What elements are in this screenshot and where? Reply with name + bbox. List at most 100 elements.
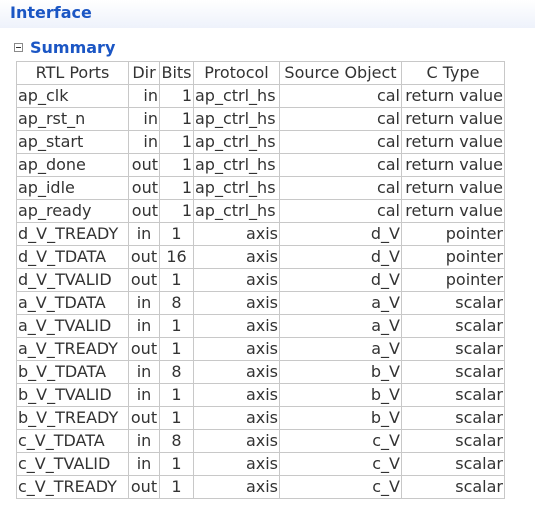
column-header-source-object: Source Object bbox=[279, 61, 402, 85]
protocol-cell: axis bbox=[193, 360, 280, 384]
dir-cell: out bbox=[128, 199, 160, 223]
bits-cell: 1 bbox=[159, 84, 194, 108]
bits-cell: 1 bbox=[159, 199, 194, 223]
dir-cell: in bbox=[128, 383, 160, 407]
column-header-rtl-ports: RTL Ports bbox=[16, 61, 129, 85]
rtl-port-cell: c_V_TREADY bbox=[16, 475, 129, 499]
protocol-cell: axis bbox=[193, 222, 280, 246]
dir-cell: in bbox=[128, 360, 160, 384]
c-type-cell: return value bbox=[401, 107, 505, 131]
source-object-cell: b_V bbox=[279, 360, 402, 384]
bits-cell: 1 bbox=[159, 475, 194, 499]
c-type-cell: pointer bbox=[401, 245, 505, 269]
source-object-cell: c_V bbox=[279, 452, 402, 476]
dir-cell: in bbox=[128, 314, 160, 338]
source-object-cell: cal bbox=[279, 176, 402, 200]
rtl-port-cell: b_V_TVALID bbox=[16, 383, 129, 407]
column-header-c-type: C Type bbox=[401, 61, 505, 85]
protocol-cell: axis bbox=[193, 429, 280, 453]
protocol-cell: axis bbox=[193, 406, 280, 430]
protocol-cell: axis bbox=[193, 337, 280, 361]
source-object-cell: b_V bbox=[279, 406, 402, 430]
c-type-cell: scalar bbox=[401, 429, 505, 453]
rtl-port-cell: d_V_TDATA bbox=[16, 245, 129, 269]
rtl-port-cell: d_V_TVALID bbox=[16, 268, 129, 292]
dir-cell: in bbox=[128, 452, 160, 476]
rtl-port-cell: a_V_TVALID bbox=[16, 314, 129, 338]
source-object-cell: c_V bbox=[279, 429, 402, 453]
collapse-toggle-icon[interactable] bbox=[14, 42, 23, 52]
dir-cell: out bbox=[128, 406, 160, 430]
protocol-cell: ap_ctrl_hs bbox=[193, 176, 280, 200]
dir-cell: out bbox=[128, 475, 160, 499]
rtl-port-cell: ap_clk bbox=[16, 84, 129, 108]
c-type-cell: scalar bbox=[401, 475, 505, 499]
dir-cell: out bbox=[128, 176, 160, 200]
bits-cell: 8 bbox=[159, 429, 194, 453]
c-type-cell: return value bbox=[401, 84, 505, 108]
bits-cell: 8 bbox=[159, 360, 194, 384]
bits-cell: 1 bbox=[159, 268, 194, 292]
bits-cell: 1 bbox=[159, 176, 194, 200]
bits-cell: 1 bbox=[159, 406, 194, 430]
c-type-cell: pointer bbox=[401, 268, 505, 292]
c-type-cell: scalar bbox=[401, 406, 505, 430]
source-object-cell: cal bbox=[279, 153, 402, 177]
source-object-cell: d_V bbox=[279, 268, 402, 292]
protocol-cell: axis bbox=[193, 383, 280, 407]
rtl-port-cell: ap_ready bbox=[16, 199, 129, 223]
protocol-cell: axis bbox=[193, 314, 280, 338]
protocol-cell: axis bbox=[193, 268, 280, 292]
dir-cell: in bbox=[128, 84, 160, 108]
summary-header[interactable]: Summary bbox=[14, 37, 116, 57]
column-header-protocol: Protocol bbox=[193, 61, 280, 85]
c-type-cell: scalar bbox=[401, 314, 505, 338]
protocol-cell: axis bbox=[193, 475, 280, 499]
dir-cell: out bbox=[128, 245, 160, 269]
interface-title: Interface bbox=[10, 3, 92, 22]
interface-header: Interface bbox=[0, 0, 535, 28]
dir-cell: out bbox=[128, 268, 160, 292]
dir-cell: out bbox=[128, 337, 160, 361]
c-type-cell: return value bbox=[401, 176, 505, 200]
rtl-port-cell: ap_rst_n bbox=[16, 107, 129, 131]
table-header-row: RTL Ports Dir Bits Protocol Source Objec… bbox=[16, 61, 505, 85]
c-type-cell: return value bbox=[401, 130, 505, 154]
source-object-cell: d_V bbox=[279, 222, 402, 246]
bits-cell: 1 bbox=[159, 452, 194, 476]
bits-cell: 1 bbox=[159, 130, 194, 154]
bits-cell: 1 bbox=[159, 222, 194, 246]
protocol-cell: ap_ctrl_hs bbox=[193, 107, 280, 131]
c-type-cell: scalar bbox=[401, 383, 505, 407]
protocol-cell: ap_ctrl_hs bbox=[193, 84, 280, 108]
bits-cell: 1 bbox=[159, 383, 194, 407]
column-header-dir: Dir bbox=[128, 61, 160, 85]
source-object-cell: cal bbox=[279, 107, 402, 131]
rtl-port-cell: c_V_TDATA bbox=[16, 429, 129, 453]
protocol-cell: axis bbox=[193, 452, 280, 476]
c-type-cell: scalar bbox=[401, 360, 505, 384]
protocol-cell: ap_ctrl_hs bbox=[193, 153, 280, 177]
source-object-cell: d_V bbox=[279, 245, 402, 269]
dir-cell: in bbox=[128, 107, 160, 131]
source-object-cell: b_V bbox=[279, 383, 402, 407]
summary-title: Summary bbox=[30, 37, 116, 57]
c-type-cell: scalar bbox=[401, 452, 505, 476]
protocol-cell: ap_ctrl_hs bbox=[193, 130, 280, 154]
